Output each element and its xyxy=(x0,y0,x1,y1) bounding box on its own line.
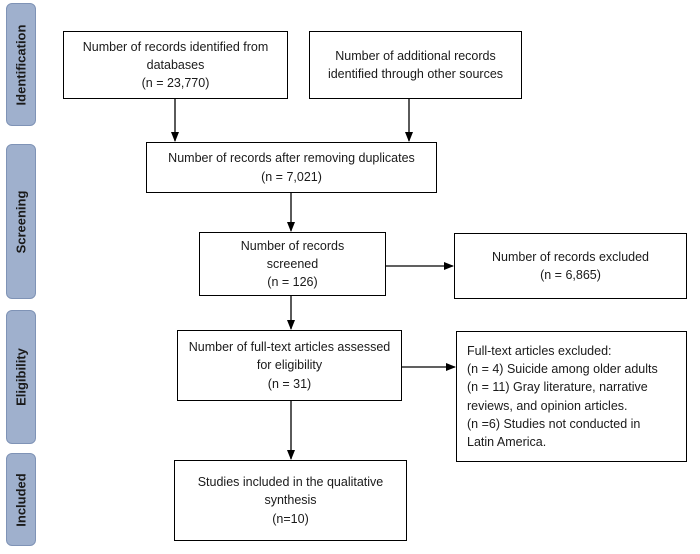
box-records-screened: Number of records screened (n = 126) xyxy=(199,232,386,296)
box-records-excluded: Number of records excluded (n = 6,865) xyxy=(454,233,687,299)
box-fulltext-assessed: Number of full-text articles assessed fo… xyxy=(177,330,402,401)
box-fulltext-excluded: Full-text articles excluded: (n = 4) Sui… xyxy=(456,331,687,462)
box-records-other-sources: Number of additional records identified … xyxy=(309,31,522,99)
phase-screening: Screening xyxy=(6,144,36,299)
box-studies-included: Studies included in the qualitative synt… xyxy=(174,460,407,541)
box-records-databases: Number of records identified from databa… xyxy=(63,31,288,99)
phase-identification: Identification xyxy=(6,3,36,126)
box-records-after-duplicates: Number of records after removing duplica… xyxy=(146,142,437,193)
phase-included: Included xyxy=(6,453,36,546)
phase-eligibility: Eligibility xyxy=(6,310,36,444)
